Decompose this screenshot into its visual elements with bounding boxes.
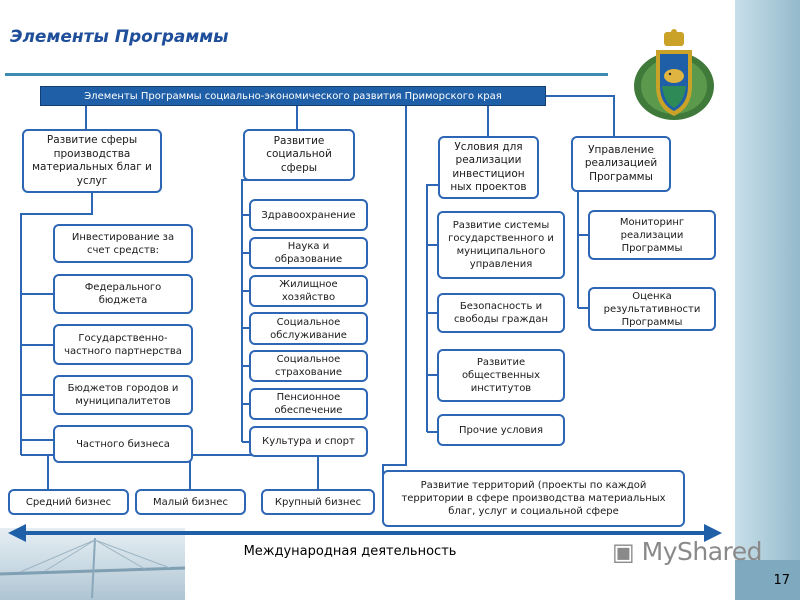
col2-item-social-insurance: Социальное страхование: [249, 350, 368, 382]
col4-item-evaluation: Оценка результативности Программы: [588, 287, 716, 331]
title-underline: [5, 73, 608, 76]
col3-item-other-conditions: Прочие условия: [437, 414, 565, 446]
slide-title: Элементы Программы: [10, 27, 229, 47]
col2-item-housing: Жилищное хозяйство: [249, 275, 368, 307]
col1-head-production: Развитие сферы производства материальных…: [22, 129, 162, 193]
col1-item-federal-budget: Федерального бюджета: [53, 274, 193, 314]
col2-item-social-services: Социальное обслуживание: [249, 312, 368, 345]
territories-development: Развитие территорий (проекты по каждой т…: [382, 470, 685, 527]
col3-head-investment-conditions: Условия для реализации инвестицион ных п…: [438, 136, 539, 199]
watermark-text: MyShared: [641, 537, 763, 566]
col1-item-public-private: Государственно-частного партнерства: [53, 324, 193, 365]
myshared-watermark: ▣ MyShared: [612, 537, 772, 573]
col1-item-investment: Инвестирование за счет средств:: [53, 224, 193, 263]
international-activity-label: Международная деятельность: [243, 544, 457, 559]
col2-item-pension: Пенсионное обеспечение: [249, 388, 368, 420]
coat-of-arms-emblem: [626, 28, 722, 124]
business-medium: Средний бизнес: [8, 489, 129, 515]
international-arrow: [8, 524, 722, 542]
bridge-photo: [0, 528, 186, 600]
page-number: 17: [773, 573, 790, 588]
bridge-illustration: [0, 537, 186, 599]
program-elements-header: Элементы Программы социально-экономическ…: [40, 86, 546, 106]
col2-head-social: Развитие социальной сферы: [243, 129, 355, 181]
col3-item-security-freedoms: Безопасность и свободы граждан: [437, 293, 565, 333]
col2-item-science-education: Наука и образование: [249, 237, 368, 269]
business-large: Крупный бизнес: [261, 489, 375, 515]
col1-item-municipal-budgets: Бюджетов городов и муниципалитетов: [53, 375, 193, 415]
business-small: Малый бизнес: [135, 489, 246, 515]
col1-item-private-business: Частного бизнеса: [53, 425, 193, 463]
col2-item-healthcare: Здравоохранение: [249, 199, 368, 231]
presentation-icon: ▣: [612, 538, 635, 566]
col4-head-management: Управление реализацией Программы: [571, 136, 671, 192]
col4-item-monitoring: Мониторинг реализации Программы: [588, 210, 716, 260]
col3-item-governance: Развитие системы государственного и муни…: [437, 211, 565, 279]
right-decor-strip-bottom: [735, 560, 800, 600]
col2-item-culture-sport: Культура и спорт: [249, 426, 368, 457]
col3-item-public-institutions: Развитие общественных институтов: [437, 349, 565, 402]
right-decor-strip: [735, 0, 800, 600]
